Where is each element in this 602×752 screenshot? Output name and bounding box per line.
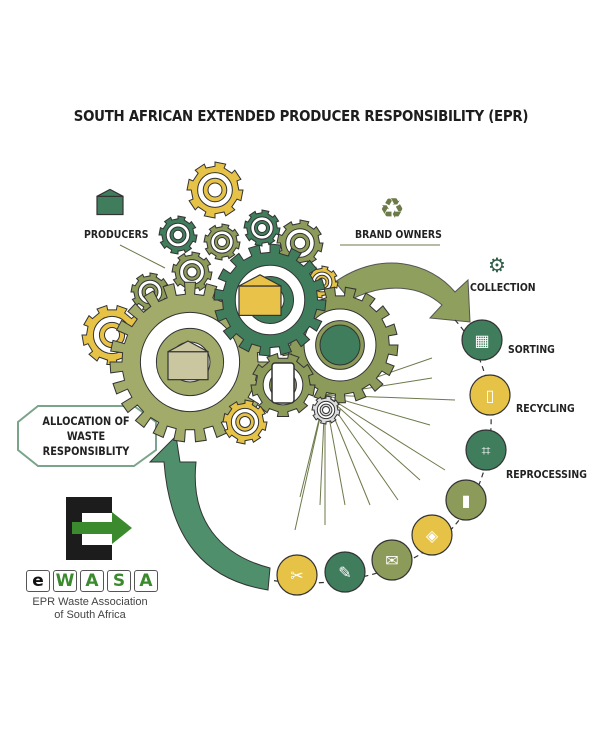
label-sorting: SORTING <box>508 343 555 356</box>
step-circle <box>465 429 507 471</box>
gear <box>158 215 198 255</box>
process-step-circle: ✂ <box>276 554 318 596</box>
producer-box-icon <box>96 188 124 216</box>
box-lid <box>96 188 124 197</box>
ewasa-e-logo <box>66 497 132 560</box>
box-body <box>167 351 209 381</box>
process-step-circle: ▦ <box>461 319 503 361</box>
label-reprocessing: REPROCESSING <box>506 468 587 481</box>
process-step-circle: ◈ <box>411 514 453 556</box>
gear-hole <box>217 237 227 247</box>
label-recycling: RECYCLING <box>516 402 575 415</box>
gear-hole <box>172 229 184 241</box>
package-box-icon <box>167 340 209 381</box>
logo-letter: S <box>107 570 131 592</box>
step-icon: ▦ <box>474 333 489 350</box>
step-icon: ▯ <box>486 388 495 405</box>
step-circle <box>445 479 487 521</box>
label-producers: PRODUCERS <box>84 228 149 241</box>
robot-arm-icon: ⚙ <box>488 255 506 277</box>
allocation-line2: RESPONSIBLITY <box>42 443 130 458</box>
allocation-box: ALLOCATION OF WASTE RESPONSIBLITY <box>18 406 154 466</box>
allocation-line1: ALLOCATION OF WASTE <box>42 413 130 443</box>
connector-arrow <box>324 394 446 471</box>
logo-subtitle-line2: of South Africa <box>54 609 126 621</box>
refresh-icon <box>319 324 361 366</box>
step-circle <box>276 554 318 596</box>
gear-hole <box>293 236 307 250</box>
logo-subtitle-line1: EPR Waste Association <box>32 596 148 608</box>
logo-e-shape <box>66 497 112 560</box>
gear-hole <box>257 223 267 233</box>
logo-letter: A <box>80 570 104 592</box>
logo-arrow-icon <box>72 512 132 544</box>
box-body <box>238 285 282 316</box>
logo-letter: e <box>26 570 50 592</box>
step-icon: ▮ <box>462 493 471 510</box>
label-brand-owners: BRAND OWNERS <box>355 228 442 241</box>
process-step-circle: ✉ <box>371 539 413 581</box>
gear-hole <box>104 327 120 343</box>
box-body <box>96 195 124 216</box>
gear-hole <box>322 406 330 414</box>
producers-leader-line <box>119 244 166 269</box>
process-step-circle: ▮ <box>445 479 487 521</box>
package-box-icon <box>238 274 282 316</box>
step-icon: ◈ <box>426 528 439 545</box>
step-circle <box>469 374 511 416</box>
gear <box>243 209 281 247</box>
phone-icon <box>271 362 295 404</box>
gear-hole <box>239 416 251 428</box>
step-circle <box>371 539 413 581</box>
top-flow-arrow <box>334 262 471 323</box>
step-icon: ⌗ <box>481 443 490 460</box>
recycle-icon: ♻ <box>379 193 404 224</box>
step-circle <box>411 514 453 556</box>
gear <box>222 399 268 445</box>
gear <box>203 223 241 261</box>
step-icon: ✂ <box>290 568 303 585</box>
allocation-octagon <box>17 405 157 467</box>
process-step-circle: ⌗ <box>465 429 507 471</box>
label-collection: COLLECTION <box>470 281 536 294</box>
connector-arrow <box>324 394 421 481</box>
gear-hole <box>207 182 223 198</box>
gear <box>171 251 213 293</box>
logo-letter: A <box>134 570 158 592</box>
gear-hole <box>186 266 198 278</box>
process-step-circle: ✎ <box>324 551 366 593</box>
page-title: SOUTH AFRICAN EXTENDED PRODUCER RESPONSI… <box>73 107 529 125</box>
step-circle <box>461 319 503 361</box>
box-lid <box>238 274 282 287</box>
step-circle <box>324 551 366 593</box>
step-icon: ✎ <box>338 565 351 582</box>
left-flow-arrow <box>148 434 271 591</box>
logo-letter: W <box>53 570 77 592</box>
gear <box>311 395 341 425</box>
ewasa-logo-letters: e W A S A <box>26 570 158 592</box>
process-step-circle: ▯ <box>469 374 511 416</box>
step-icon: ✉ <box>385 553 398 570</box>
logo-subtitle: EPR Waste Association of South Africa <box>22 596 158 622</box>
connector-arrow <box>324 394 456 401</box>
gear <box>186 161 244 219</box>
box-lid <box>167 340 209 353</box>
